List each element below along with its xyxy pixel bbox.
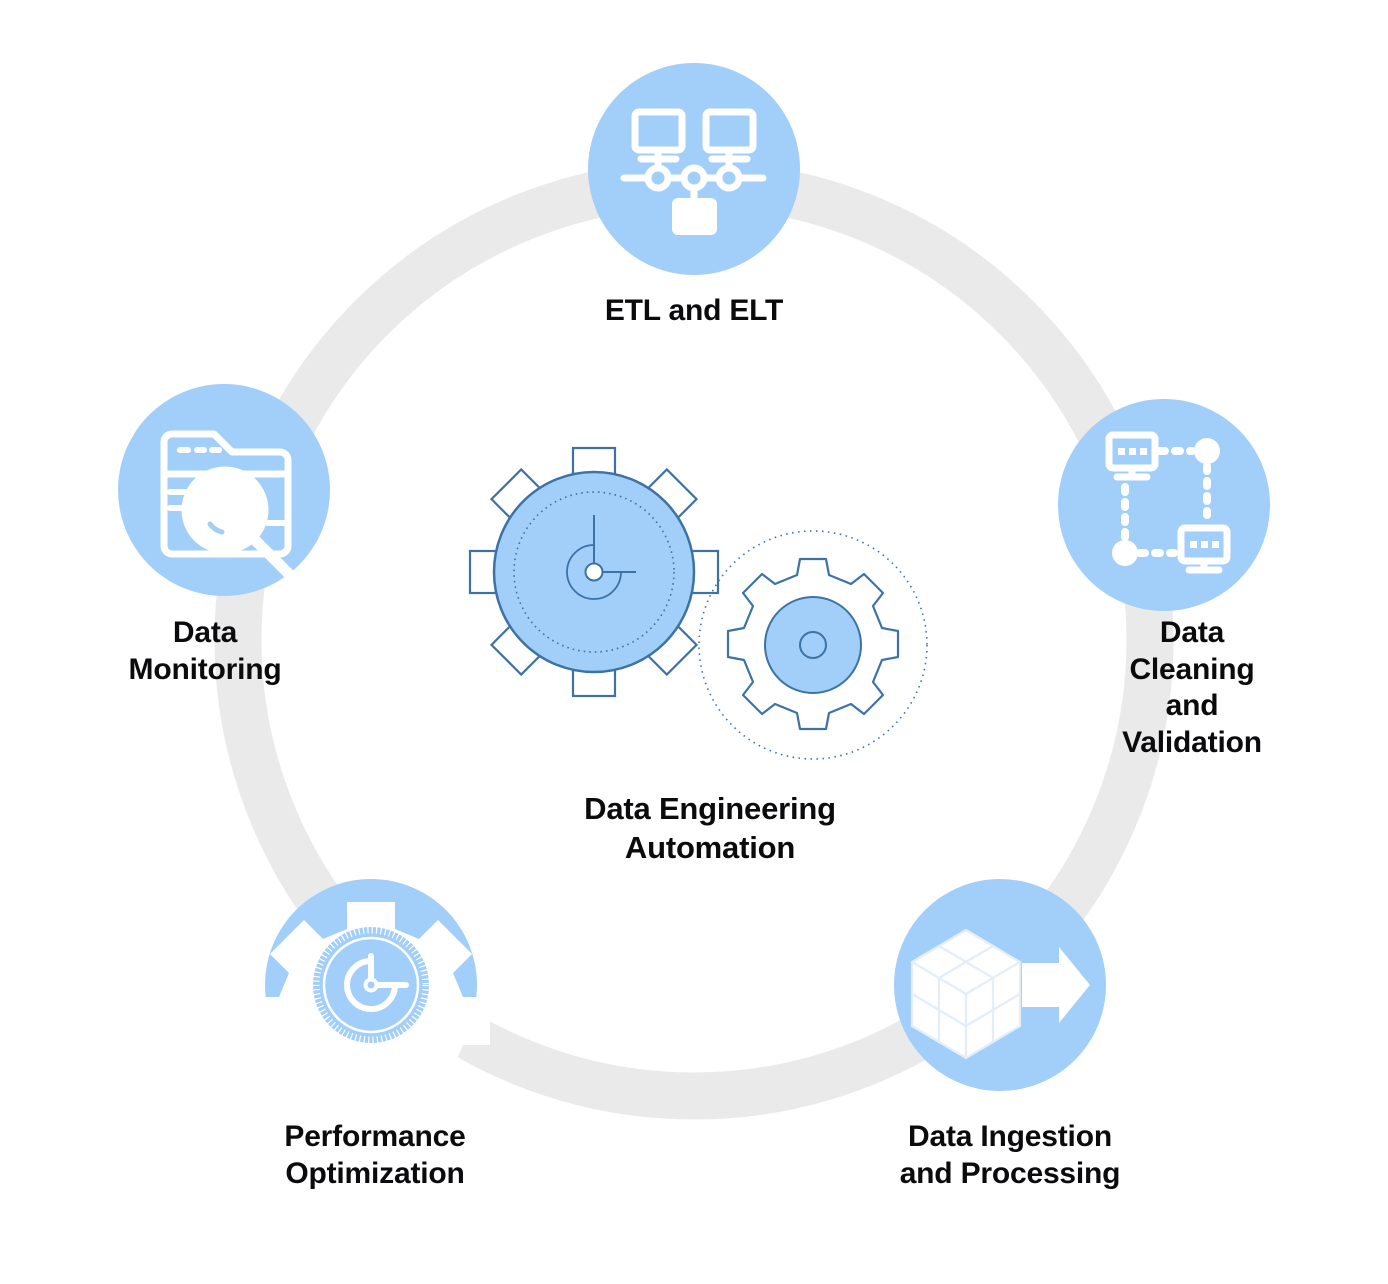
node-label-data-ingestion-and-processing: Data Ingestion and Processing bbox=[899, 1120, 1121, 1190]
small-gear bbox=[726, 557, 900, 731]
gear-gauge-icon bbox=[252, 902, 490, 1140]
arrow-right-icon bbox=[1022, 947, 1090, 1023]
orbit-dotted-circle bbox=[698, 530, 928, 760]
node-data-cleaning-and-validation[interactable] bbox=[1058, 399, 1270, 611]
center-title: Data Engineering Automation bbox=[584, 791, 836, 865]
node-label-etl-and-elt: ETL and ELT bbox=[604, 294, 784, 327]
node-circle-data-cleaning-and-validation bbox=[1058, 399, 1270, 611]
network-nodes-icon bbox=[620, 108, 767, 235]
cube-blocks-arrow-icon bbox=[910, 928, 1090, 1060]
node-data-monitoring[interactable] bbox=[118, 384, 330, 596]
node-performance-optimization[interactable] bbox=[252, 879, 490, 1140]
node-label-data-monitoring: Data Monitoring bbox=[128, 616, 282, 686]
large-gear bbox=[468, 446, 720, 698]
data-flow-nodes-icon bbox=[1105, 431, 1231, 574]
node-data-ingestion-and-processing[interactable] bbox=[894, 879, 1106, 1091]
node-label-performance-optimization: Performance Optimization bbox=[284, 1120, 466, 1190]
node-etl-and-elt[interactable] bbox=[588, 63, 800, 275]
folder-magnifier-icon bbox=[160, 430, 298, 583]
node-label-data-cleaning-and-validation: Data Cleaning and Validation bbox=[1122, 616, 1262, 759]
gears-automation-icon bbox=[468, 446, 928, 760]
